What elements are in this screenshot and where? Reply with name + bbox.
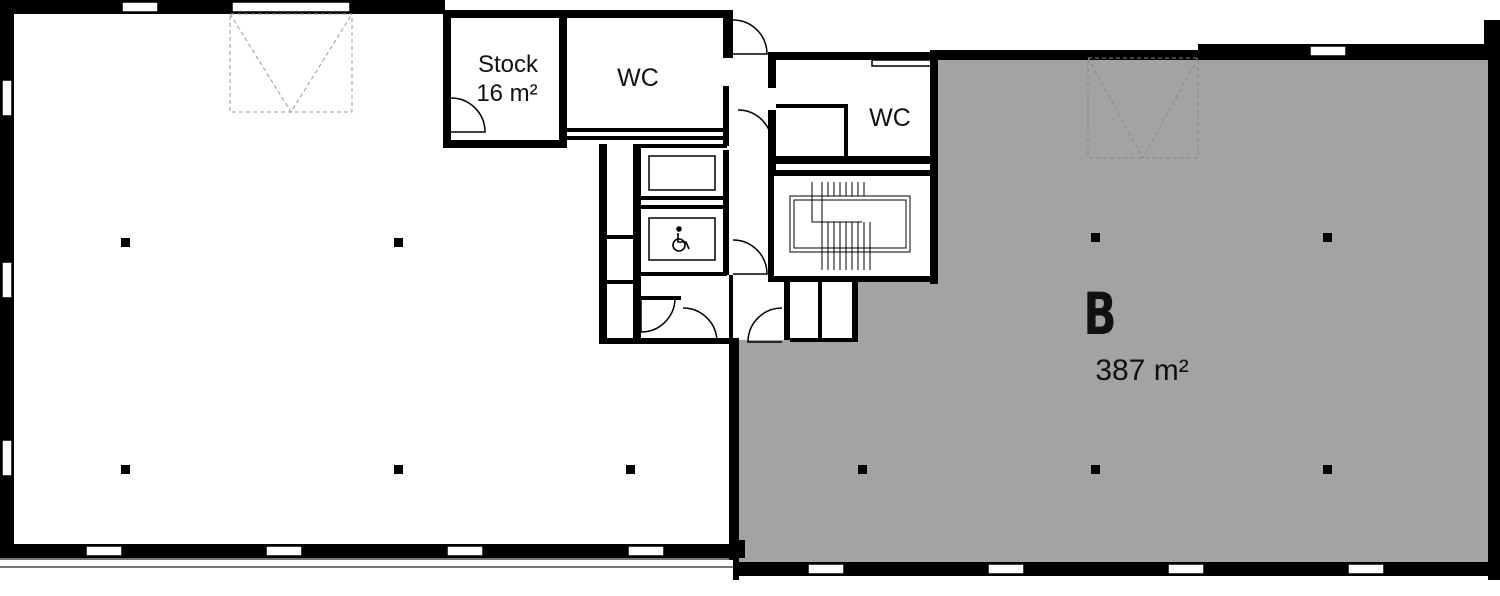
column-icon: [121, 465, 130, 474]
doors: [450, 19, 783, 343]
skylight-icon: [1087, 57, 1199, 160]
skylight-icon: [229, 13, 353, 113]
stair-treads: [821, 182, 871, 270]
column-icon: [1091, 233, 1100, 242]
column-icon: [1091, 465, 1100, 474]
columns: [121, 233, 1332, 474]
door-wc-upper[interactable]: [732, 19, 768, 55]
column-icon: [394, 238, 403, 247]
door-corridor-3[interactable]: [747, 307, 783, 343]
wheelchair-icon: [672, 226, 690, 252]
wc-upper-label: WC: [617, 64, 659, 92]
fixtures: [648, 155, 716, 261]
column-icon: [1323, 465, 1332, 474]
unit-b-area[interactable]: [735, 45, 1490, 576]
door-accessible-wc[interactable]: [732, 239, 768, 275]
column-icon: [858, 465, 867, 474]
windows-left: [1, 1, 665, 557]
wc-lower-label: WC: [869, 104, 911, 132]
unit-b-walls: [733, 20, 1500, 580]
stock-room-area: 16 m²: [476, 80, 537, 107]
door-wc-lower[interactable]: [737, 109, 773, 145]
door-corridor-1[interactable]: [640, 297, 676, 333]
column-icon: [121, 238, 130, 247]
door-corridor-2[interactable]: [682, 307, 718, 343]
unit-b-area-label: 387 m²: [1095, 354, 1188, 387]
staircase-icon: [789, 182, 911, 270]
stock-room-name: Stock: [478, 51, 539, 78]
windows-unit-b: [807, 45, 1385, 575]
column-icon: [626, 465, 635, 474]
column-icon: [394, 465, 403, 474]
unit-b-title: B: [1083, 281, 1116, 349]
door-stock[interactable]: [450, 97, 486, 133]
column-icon: [1323, 233, 1332, 242]
